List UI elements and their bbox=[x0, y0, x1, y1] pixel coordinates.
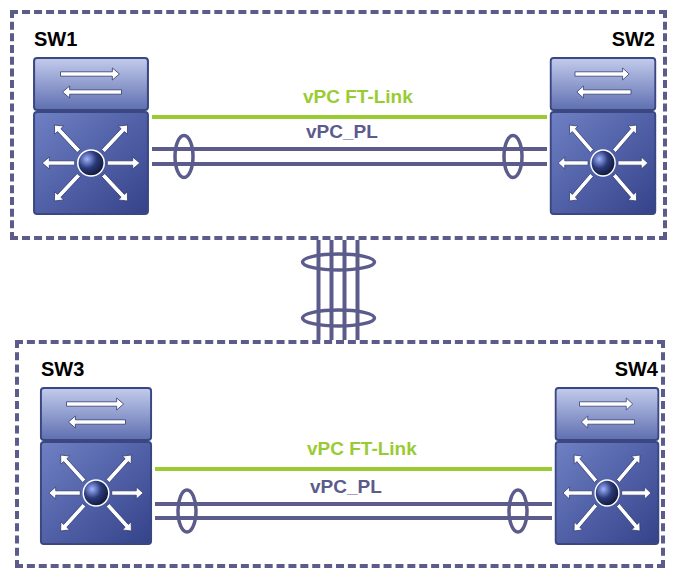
switch-core bbox=[595, 480, 619, 506]
icon-arrow bbox=[61, 455, 86, 483]
icon-arrow bbox=[61, 68, 120, 80]
icon-arrow bbox=[580, 398, 633, 410]
switch-name: SW4 bbox=[552, 358, 662, 380]
icon-arrow bbox=[558, 157, 588, 169]
icon-arrow bbox=[67, 398, 124, 410]
link-line bbox=[152, 147, 547, 151]
switch-top-panel bbox=[556, 388, 659, 440]
icon-arrow bbox=[574, 504, 597, 532]
vpc-link bbox=[152, 117, 547, 118]
icon-arrow bbox=[618, 157, 648, 169]
link-line bbox=[155, 467, 552, 471]
port-channel-oval bbox=[504, 136, 522, 178]
vpc-link bbox=[155, 469, 552, 470]
icon-arrow bbox=[617, 455, 640, 483]
switch-icon bbox=[547, 54, 659, 218]
icon-arrow bbox=[42, 157, 75, 169]
icon-arrow bbox=[569, 174, 593, 202]
icon-arrow bbox=[106, 504, 131, 532]
switch-body bbox=[41, 442, 151, 544]
switch-core bbox=[83, 480, 109, 506]
icon-arrow bbox=[617, 504, 640, 532]
icon-arrow bbox=[61, 504, 86, 532]
icon-arrow bbox=[563, 487, 592, 499]
icon-arrow bbox=[106, 455, 131, 483]
switch-top-panel bbox=[551, 58, 656, 110]
switch-name: SW2 bbox=[547, 28, 659, 50]
switch-node: SW3 bbox=[37, 358, 155, 548]
switch-icon bbox=[37, 384, 155, 548]
link-line bbox=[152, 162, 547, 166]
port-channel-oval bbox=[178, 490, 196, 532]
link-line bbox=[155, 502, 552, 506]
icon-arrow bbox=[575, 68, 629, 80]
icon-arrow bbox=[581, 416, 634, 428]
icon-arrow bbox=[569, 125, 593, 153]
icon-arrow bbox=[613, 125, 637, 153]
link-line bbox=[152, 115, 547, 119]
port-channel-oval bbox=[175, 136, 193, 178]
icon-arrow bbox=[574, 455, 597, 483]
port-channel-oval bbox=[303, 310, 375, 326]
switch-core bbox=[78, 150, 104, 176]
icon-arrow bbox=[54, 174, 80, 202]
icon-arrow bbox=[49, 487, 80, 499]
icon-arrow bbox=[102, 174, 128, 202]
icon-arrow bbox=[613, 174, 637, 202]
switch-icon bbox=[30, 54, 152, 218]
link-label: vPC_PL bbox=[302, 121, 382, 143]
switch-top-panel bbox=[34, 58, 148, 110]
switch-node: SW4 bbox=[552, 358, 662, 548]
switch-name: SW1 bbox=[30, 28, 152, 50]
switch-top-panel bbox=[41, 388, 151, 440]
link-label: vPC FT-Link bbox=[303, 438, 421, 460]
switch-icon bbox=[552, 384, 662, 548]
icon-arrow bbox=[622, 487, 651, 499]
switch-core bbox=[591, 150, 615, 176]
icon-arrow bbox=[102, 125, 128, 153]
switch-body bbox=[551, 112, 656, 214]
link-line bbox=[155, 516, 552, 520]
switch-node: SW2 bbox=[547, 28, 659, 218]
link-label: vPC FT-Link bbox=[299, 86, 417, 108]
icon-arrow bbox=[54, 125, 80, 153]
port-channel-oval bbox=[509, 490, 527, 532]
switch-node: SW1 bbox=[30, 28, 152, 218]
icon-arrow bbox=[112, 487, 143, 499]
icon-arrow bbox=[68, 416, 125, 428]
switch-body bbox=[34, 112, 148, 214]
port-channel-oval bbox=[303, 254, 375, 270]
icon-arrow bbox=[107, 157, 140, 169]
switch-name: SW3 bbox=[37, 358, 155, 380]
switch-body bbox=[556, 442, 659, 544]
link-label: vPC_PL bbox=[306, 476, 386, 498]
icon-arrow bbox=[577, 86, 631, 98]
vpc-bundle bbox=[303, 240, 375, 340]
icon-arrow bbox=[63, 86, 122, 98]
